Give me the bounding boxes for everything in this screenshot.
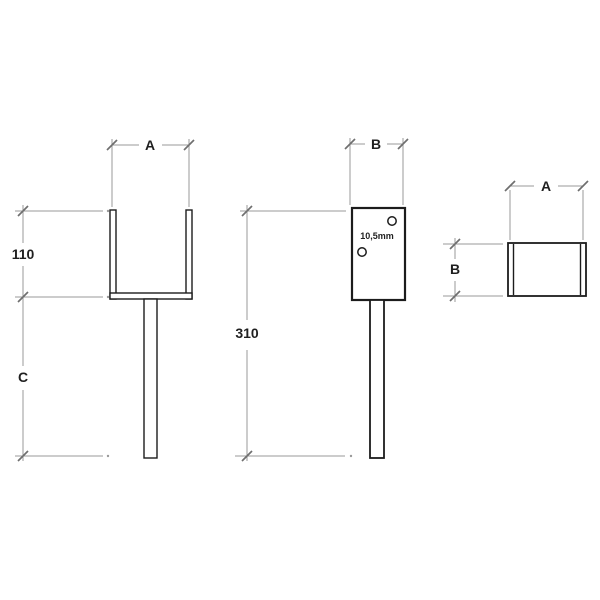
- tick-mark: [344, 138, 356, 150]
- front-left-flange: [109, 209, 117, 300]
- front-view: A 110 C: [12, 137, 195, 462]
- side-width-label: B: [371, 136, 381, 152]
- tick-mark: [17, 450, 29, 462]
- front-flange-height-label: 110: [12, 246, 35, 262]
- side-height-dimension: 310: [235, 205, 353, 462]
- tick-mark: [449, 290, 461, 302]
- extension-end-dot: [106, 295, 110, 299]
- side-width-dimension: B: [344, 136, 409, 205]
- side-view: B 310 10,5mm: [235, 136, 409, 462]
- tick-mark: [577, 180, 589, 192]
- tick-mark: [504, 180, 516, 192]
- top-view: A B: [443, 178, 589, 302]
- extension-end-dot: [106, 209, 110, 213]
- top-width-label: A: [541, 178, 551, 194]
- front-spike: [143, 298, 158, 459]
- front-spike-length-label: C: [18, 369, 28, 385]
- tick-mark: [17, 291, 29, 303]
- tick-mark: [106, 139, 118, 151]
- tick-mark: [17, 205, 29, 217]
- front-height-dimensions: 110 C: [12, 205, 110, 462]
- tick-mark: [183, 139, 195, 151]
- side-body: 10,5mm: [350, 206, 407, 459]
- front-width-label: A: [145, 137, 155, 153]
- extension-end-dot: [349, 454, 353, 458]
- hole-diameter-label: 10,5mm: [360, 231, 394, 241]
- top-depth-dimension: B: [443, 238, 503, 302]
- bolt-hole-top: [387, 216, 397, 226]
- tick-mark: [241, 205, 253, 217]
- top-depth-label: B: [450, 261, 460, 277]
- front-right-flange: [185, 209, 193, 300]
- extension-end-dot: [106, 454, 110, 458]
- front-bracket-body: [109, 209, 193, 459]
- top-outline: [507, 242, 587, 297]
- bolt-hole-bottom: [357, 247, 367, 257]
- side-spike: [369, 299, 385, 459]
- front-base-plate: [109, 292, 193, 300]
- tick-mark: [449, 238, 461, 250]
- tick-mark: [397, 138, 409, 150]
- side-overall-height-label: 310: [235, 325, 259, 341]
- tick-mark: [241, 450, 253, 462]
- top-width-dimension: A: [504, 178, 589, 240]
- front-width-dimension: A: [106, 137, 195, 207]
- top-body: [507, 242, 587, 297]
